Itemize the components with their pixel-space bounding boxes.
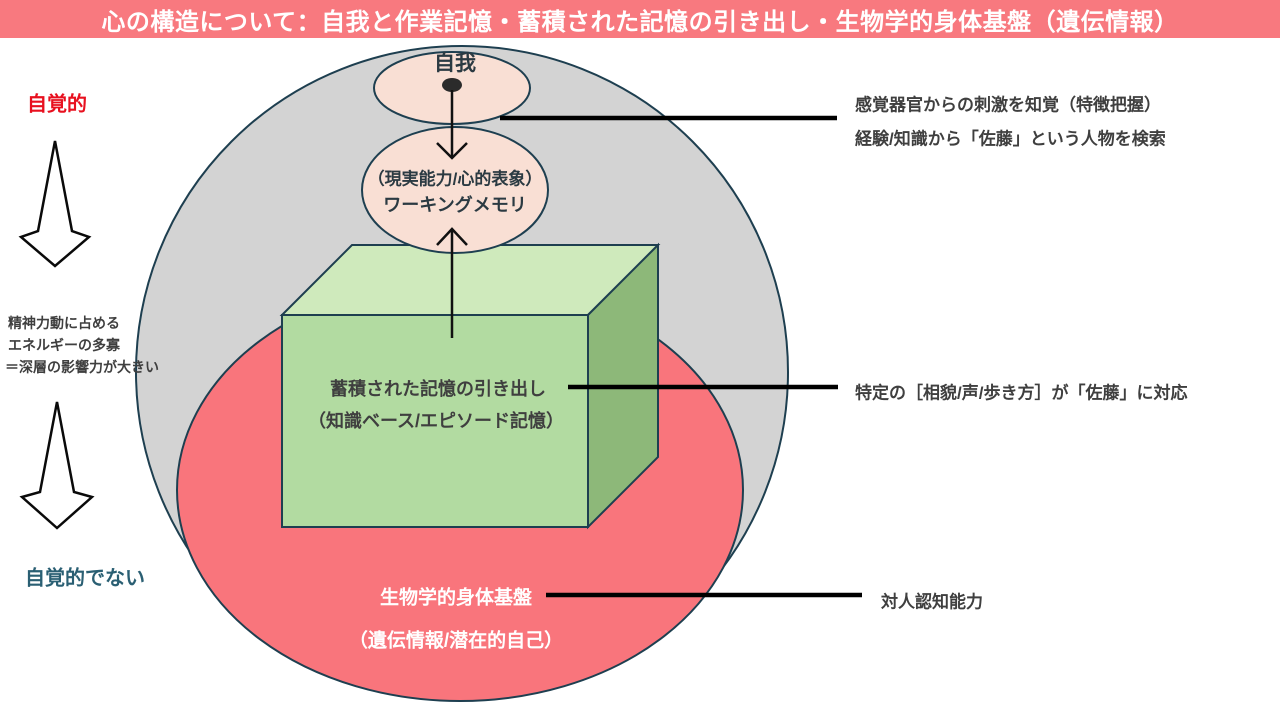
ego-dot [442, 78, 462, 92]
memory-box-label-line2: （知識ベース/エピソード記憶） [307, 411, 565, 431]
psychic-energy-note-line3: ＝深層の影響力が大きい [5, 359, 159, 375]
matching-annotation: 特定の［相貌/声/歩き方］が「佐藤」に対応 [855, 383, 1188, 403]
unconscious-label: 自覚的でない [25, 567, 145, 590]
perception-annotation-line2: 経験/知識から「佐藤」という人物を検索 [855, 129, 1166, 149]
working-memory-ellipse [361, 126, 549, 254]
conscious-label: 自覚的 [27, 93, 87, 116]
depth-arrow-lower-icon [19, 401, 95, 530]
biological-base-label-line1: 生物学的身体基盤 [379, 587, 533, 609]
biological-base-label-line2: （遺伝情報/潜在的自己） [348, 630, 564, 652]
page-title: 心の構造について：自我と作業記憶・蓄積された記憶の引き出し・生物学的身体基盤（遺… [0, 0, 1280, 38]
perception-annotation-line1: 感覚器官からの刺激を知覚（特徴把握） [855, 95, 1161, 115]
memory-box-label-line1: 蓄積された記憶の引き出し [330, 379, 546, 399]
psychic-energy-note-line2: エネルギーの多寡 [8, 337, 120, 353]
cognition-annotation: 対人認知能力 [881, 592, 983, 612]
up-arrowhead-icon [436, 227, 468, 246]
psychic-energy-note-line1: 精神力動に占める [8, 315, 120, 331]
depth-arrow-upper-icon [18, 140, 92, 268]
memory-box-front-face [281, 314, 589, 528]
working-memory-label-line1: （現実能力/心的表象） [367, 169, 543, 189]
down-arrowhead-icon [436, 142, 468, 160]
ego-label: 自我 [434, 52, 476, 75]
working-memory-label-line2: ワーキングメモリ [383, 195, 527, 215]
